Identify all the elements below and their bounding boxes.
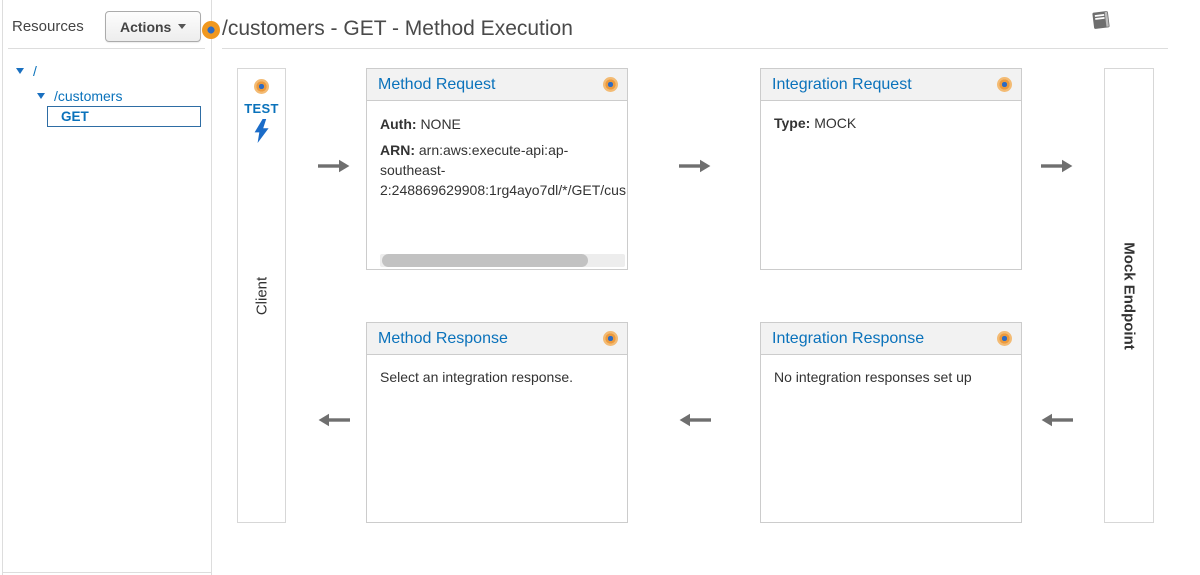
type-value: MOCK: [814, 115, 857, 131]
chevron-down-icon: [178, 24, 187, 29]
page-title: /customers - GET - Method Execution: [222, 17, 573, 40]
test-status-icon: [254, 79, 269, 94]
execution-step-icon: [603, 331, 618, 346]
execution-step-icon: [997, 331, 1012, 346]
auth-value: NONE: [420, 116, 461, 132]
sidebar-left-border: [2, 0, 3, 575]
method-response-title-link[interactable]: Method Response: [378, 329, 508, 347]
arrow-left-icon: [679, 413, 711, 427]
resources-panel-title: Resources: [12, 18, 84, 35]
page-title-divider: [222, 48, 1168, 49]
arn-value: arn:aws:execute-api:ap-southeast-2:24886…: [380, 142, 626, 198]
tree-item-root-label: /: [33, 63, 37, 79]
arn-label: ARN:: [380, 142, 415, 158]
documentation-book-icon[interactable]: [1086, 6, 1116, 36]
auth-label: Auth:: [380, 116, 417, 132]
actions-button[interactable]: Actions: [105, 11, 202, 42]
arrow-right-icon: [1041, 159, 1073, 173]
integration-request-title-link[interactable]: Integration Request: [772, 75, 912, 93]
execution-step-icon: [997, 77, 1012, 92]
client-lane-label: Client: [253, 276, 270, 315]
arn-row: ARN: arn:aws:execute-api:ap-southeast-2:…: [380, 140, 626, 202]
arrow-right-icon: [679, 159, 711, 173]
method-request-title-link[interactable]: Method Request: [378, 75, 496, 93]
tree-item-customers[interactable]: /customers: [37, 88, 122, 104]
tree-expand-icon[interactable]: [37, 93, 45, 99]
tree-item-customers-label: /customers: [54, 88, 123, 104]
sidebar-main-divider: [211, 0, 212, 575]
tree-expand-icon[interactable]: [16, 68, 24, 74]
mock-endpoint-label: Mock Endpoint: [1120, 241, 1138, 350]
type-row: Type: MOCK: [774, 113, 1021, 133]
test-link[interactable]: TEST: [244, 101, 279, 116]
test-lightning-icon[interactable]: [254, 119, 269, 143]
integration-response-panel: Integration Response No integration resp…: [760, 322, 1022, 523]
arrow-right-icon: [318, 159, 350, 173]
method-response-message: Select an integration response.: [380, 369, 574, 385]
execution-step-icon: [603, 77, 618, 92]
scrollbar-thumb[interactable]: [382, 254, 588, 267]
sidebar-bottom-border: [2, 572, 211, 573]
type-label: Type:: [774, 115, 811, 131]
method-request-panel: Method Request Auth: NONE ARN: arn:aws:e…: [366, 68, 628, 270]
actions-button-label: Actions: [120, 18, 172, 35]
tree-item-get-label: GET: [61, 109, 89, 124]
mock-endpoint-lane: Mock Endpoint: [1104, 68, 1154, 523]
arrow-left-icon: [318, 413, 350, 427]
client-lane: TEST Client: [237, 68, 286, 523]
method-status-icon: [202, 21, 220, 39]
horizontal-scrollbar[interactable]: [380, 254, 625, 267]
method-response-panel: Method Response Select an integration re…: [366, 322, 628, 523]
integration-response-message: No integration responses set up: [774, 369, 972, 385]
integration-request-panel: Integration Request Type: MOCK: [760, 68, 1022, 270]
tree-item-root[interactable]: /: [16, 63, 37, 79]
integration-response-title-link[interactable]: Integration Response: [772, 329, 925, 347]
tree-item-get-method[interactable]: GET: [47, 106, 201, 127]
arrow-left-icon: [1041, 413, 1073, 427]
auth-row: Auth: NONE: [380, 114, 627, 134]
sidebar-header-divider: [8, 48, 205, 49]
